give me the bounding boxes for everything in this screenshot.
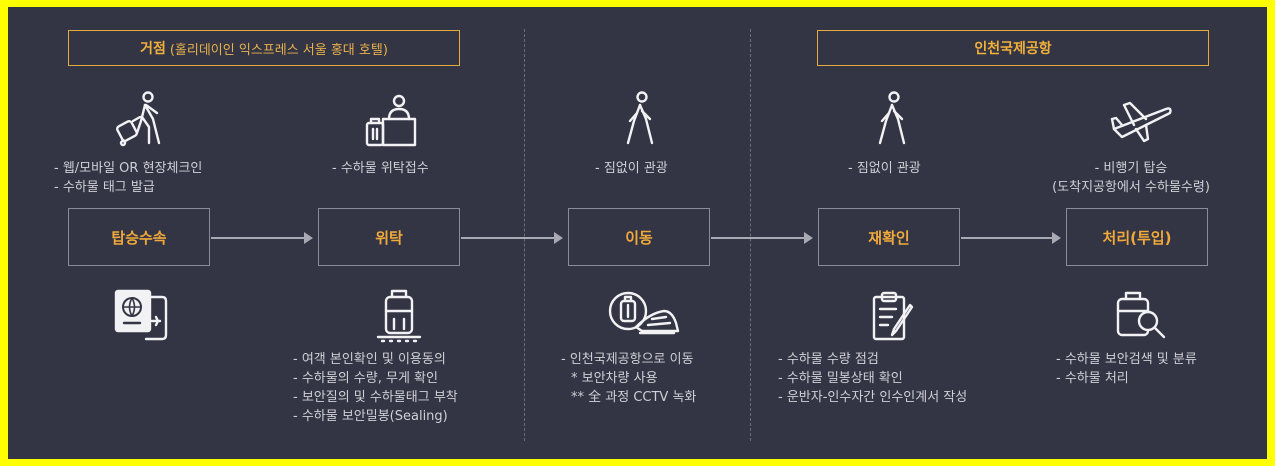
passport-ticket-icon bbox=[112, 287, 170, 341]
check-in-counter-icon bbox=[363, 93, 419, 147]
stage-recheck: 재확인 bbox=[818, 208, 960, 266]
section-divider bbox=[524, 29, 525, 441]
stage-consign: 위탁 bbox=[318, 208, 460, 266]
note-recheck-bottom: - 수하물 수량 점검 - 수하물 밀봉상태 확인 - 운반자-인수자간 인수인… bbox=[778, 352, 968, 405]
note-consign-top: - 수하물 위탁접수 bbox=[332, 161, 429, 176]
stage-process: 처리(투입) bbox=[1066, 208, 1208, 266]
stage-transfer: 이동 bbox=[568, 208, 710, 266]
note-consign-bottom: - 여객 본인확인 및 이용동의 - 수하물의 수량, 무게 확인 - 보안질의… bbox=[293, 352, 458, 424]
flow-arrow bbox=[461, 232, 563, 244]
flow-arrow bbox=[211, 232, 313, 244]
traveler-luggage-icon bbox=[115, 91, 167, 147]
note-process-top: - 비행기 탑승 (도착지공항에서 수하물수령) bbox=[1052, 161, 1210, 195]
flow-arrow bbox=[711, 232, 813, 244]
note-process-bottom: - 수하물 보안검색 및 분류 - 수하물 처리 bbox=[1056, 352, 1197, 386]
airport-header: 인천국제공항 bbox=[817, 30, 1209, 66]
base-header-title: 거점 bbox=[140, 41, 166, 57]
note-recheck-top: - 짐없이 관광 bbox=[848, 161, 921, 176]
walking-person-icon bbox=[874, 91, 910, 147]
flow-arrow bbox=[961, 232, 1061, 244]
stage-checkin: 탑승수속 bbox=[68, 208, 210, 266]
process-diagram: 거점 (홀리데이인 익스프레스 서울 홍대 호텔) 인천국제공항 bbox=[8, 7, 1267, 459]
clipboard-icon bbox=[868, 289, 918, 343]
luggage-search-icon bbox=[1114, 289, 1168, 343]
section-divider bbox=[750, 29, 751, 441]
walking-person-icon bbox=[622, 91, 658, 147]
note-transfer-top: - 짐없이 관광 bbox=[595, 161, 668, 176]
airport-header-title: 인천국제공항 bbox=[974, 41, 1052, 57]
airplane-icon bbox=[1110, 99, 1174, 143]
base-header-subtitle: (홀리데이인 익스프레스 서울 홍대 호텔) bbox=[169, 42, 388, 58]
note-transfer-bottom: - 인천국제공항으로 이동 * 보안차량 사용 ** 全 과정 CCTV 녹화 bbox=[561, 352, 697, 405]
base-header: 거점 (홀리데이인 익스프레스 서울 홍대 호텔) bbox=[68, 30, 460, 66]
luggage-scale-icon bbox=[376, 287, 422, 345]
luggage-vehicle-icon bbox=[606, 289, 684, 343]
note-checkin-top: - 웹/모바일 OR 현장체크인 - 수하물 태그 발급 bbox=[54, 161, 203, 195]
